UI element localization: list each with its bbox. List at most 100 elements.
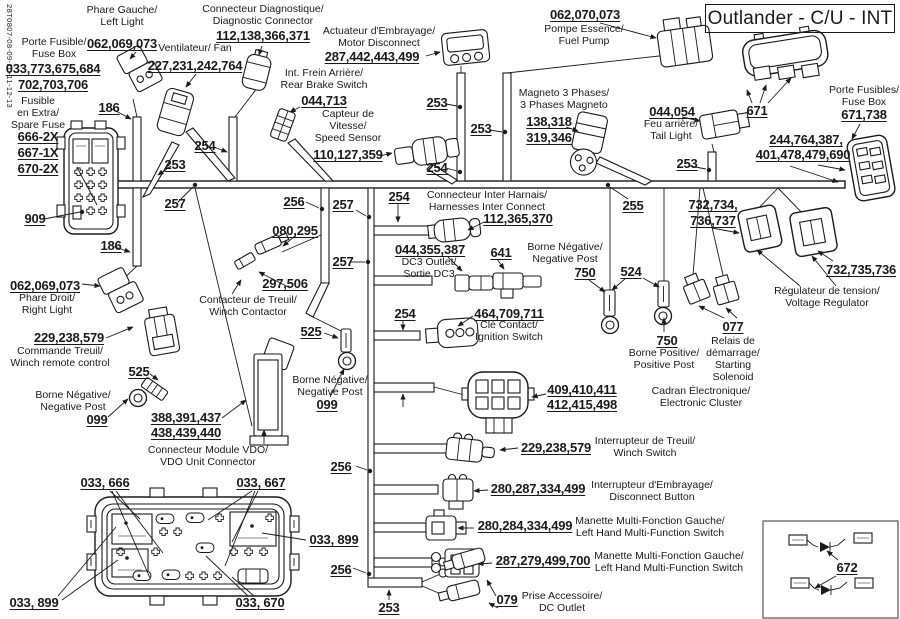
partnum-porte-fusibles-droit[interactable]: 671,738 xyxy=(841,107,887,122)
fan-connector-drawing xyxy=(156,87,195,137)
wire-525-b[interactable]: 525 xyxy=(300,324,322,339)
label-phare-gauche: Phare Gauche/ Left Light xyxy=(86,4,158,28)
partnum-borne-negative-gauche[interactable]: 099 xyxy=(86,412,108,427)
label-cadran: Cadran Électronique/ Electronic Cluster xyxy=(651,385,751,409)
partnum-vdo-033-670[interactable]: 033, 670 xyxy=(235,595,285,610)
partnum-commande-treuil[interactable]: 229,238,579 xyxy=(33,330,105,345)
partnum-capteur-vitesse[interactable]: 110,127,359 xyxy=(313,147,383,162)
partnum-diodes-672[interactable]: 672 xyxy=(836,560,858,575)
wire-525-a[interactable]: 525 xyxy=(128,364,150,379)
partnum-fusible-extra-1[interactable]: 667-1X xyxy=(17,145,59,160)
wire-256-c[interactable]: 256 xyxy=(330,562,352,577)
partnum-harnais-fusebox-1[interactable]: 401,478,479,690 xyxy=(755,147,851,162)
partnum-manette-2[interactable]: 287,279,499,700 xyxy=(495,553,591,568)
label-manette-1: Manette Multi-Fonction Gauche/ Left Hand… xyxy=(575,515,725,539)
wire-253-a[interactable]: 253 xyxy=(164,157,186,172)
partnum-fuse-panel-909[interactable]: 909 xyxy=(24,211,46,226)
partnum-regulateur-2[interactable]: 732,735,736 xyxy=(825,262,897,277)
leader-lines xyxy=(43,22,861,609)
partnum-fusible-extra-2[interactable]: 670-2X xyxy=(17,161,59,176)
partnum-interrupteur-treuil[interactable]: 229,238,579 xyxy=(520,440,592,455)
partnum-borne-negative-haut[interactable]: 750 xyxy=(574,265,596,280)
partnum-contacteur-treuil-1[interactable]: 297,506 xyxy=(262,276,308,291)
wire-257-c[interactable]: 257 xyxy=(332,254,354,269)
label-actuateur-embrayage: Actuateur d'Embrayage/ Motor Disconnect xyxy=(322,25,436,49)
partnum-magneto-1[interactable]: 319,346 xyxy=(526,130,572,145)
label-contacteur-treuil: Contacteur de Treuil/ Winch Contactor xyxy=(199,294,297,318)
winch-contactor-terminal-drawing xyxy=(234,252,256,270)
partnum-contacteur-treuil-0[interactable]: 080,295 xyxy=(272,223,318,238)
wire-254-a[interactable]: 254 xyxy=(194,138,216,153)
partnum-phare-gauche[interactable]: 062,069,073 xyxy=(86,36,158,51)
partnum-int-frein-arriere[interactable]: 044,713 xyxy=(301,93,347,108)
wire-186-b[interactable]: 186 xyxy=(100,238,122,253)
electronic-cluster-connector-drawing xyxy=(461,371,535,434)
partnum-borne-positive[interactable]: 750 xyxy=(656,333,678,348)
winch-contactor-wire-connector-drawing xyxy=(254,232,290,255)
label-dc3-outlet: DC3 Outlet/ Sortie DC3 xyxy=(401,256,457,280)
partnum-interrupteur-embrayage[interactable]: 280,287,334,499 xyxy=(490,481,586,496)
wire-256-a[interactable]: 256 xyxy=(283,194,305,209)
label-porte-fusible-gauche: Porte Fusible/ Fuse Box xyxy=(21,36,87,60)
partnum-regulateur-1[interactable]: 736,737 xyxy=(690,213,736,228)
partnum-connecteur-diagnostique[interactable]: 112,138,366,371 xyxy=(216,28,310,43)
partnum-relais-demarrage[interactable]: 077 xyxy=(722,319,744,334)
partnum-regulateur-0[interactable]: 732,734, xyxy=(688,197,738,212)
label-borne-negative-haut: Borne Négative/ Negative Post xyxy=(527,241,603,265)
partnum-porte-fusible-gauche-1[interactable]: 702,703,706 xyxy=(17,77,89,92)
wire-253-b[interactable]: 253 xyxy=(426,95,448,110)
magneto-connector-drawing xyxy=(569,111,608,176)
wire-253-c[interactable]: 253 xyxy=(470,121,492,136)
partnum-vdo-033-899-bl[interactable]: 033, 899 xyxy=(9,595,59,610)
label-interrupteur-embrayage: Interrupteur d'Embrayage/ Disconnect But… xyxy=(591,479,713,503)
partnum-ventilateur[interactable]: 227,231,242,764 xyxy=(147,58,243,73)
wire-257-a[interactable]: 257 xyxy=(164,196,186,211)
partnum-inter-harnais[interactable]: 112,365,370 xyxy=(483,211,553,226)
multi-connector-671-drawing xyxy=(742,25,829,81)
partnum-connecteur-671[interactable]: 671 xyxy=(746,103,768,118)
partnum-641[interactable]: 641 xyxy=(490,245,512,260)
wire-254-b[interactable]: 254 xyxy=(426,160,448,175)
wire-253-d[interactable]: 253 xyxy=(676,156,698,171)
partnum-cadran-1[interactable]: 412,415,498 xyxy=(546,397,618,412)
wire-257-b[interactable]: 257 xyxy=(332,197,354,212)
partnum-cle-contact[interactable]: 464,709,711 xyxy=(474,306,544,321)
wire-255[interactable]: 255 xyxy=(622,198,644,213)
partnum-borne-negative-centre[interactable]: 099 xyxy=(316,397,338,412)
label-ventilateur: Ventilateur/ Fan xyxy=(158,42,232,54)
wire-524[interactable]: 524 xyxy=(620,264,642,279)
wire-254-c[interactable]: 254 xyxy=(388,189,410,204)
connector-641-drawing xyxy=(492,272,542,299)
partnum-porte-fusible-gauche-0[interactable]: 033,773,675,684 xyxy=(5,61,101,76)
partnum-feu-arriere[interactable]: 044,054 xyxy=(649,104,695,119)
speed-sensor-connector-drawing xyxy=(393,136,460,166)
label-phare-droit: Phare Droit/ Right Light xyxy=(18,292,76,316)
diode-box-672-drawing xyxy=(762,520,899,619)
partnum-fusible-extra-0[interactable]: 666-2X xyxy=(17,129,59,144)
partnum-cadran-0[interactable]: 409,410,411 xyxy=(547,382,617,397)
partnum-module-vdo-0[interactable]: 388,391,437 xyxy=(150,410,222,425)
partnum-module-vdo-1[interactable]: 438,439,440 xyxy=(150,425,222,440)
partnum-harnais-fusebox-0[interactable]: 244,764,387, xyxy=(769,132,843,147)
partnum-vdo-033-667[interactable]: 033, 667 xyxy=(236,475,286,490)
label-capteur-vitesse: Capteur de Vitesse/ Speed Sensor xyxy=(314,108,382,144)
disconnect-button-connector-drawing xyxy=(442,473,474,510)
partnum-pompe-essence[interactable]: 062,070,073 xyxy=(549,7,621,22)
wire-256-b[interactable]: 256 xyxy=(330,459,352,474)
label-regulateur: Régulateur de tension/ Voltage Regulator xyxy=(774,285,880,309)
partnum-vdo-033-899-r[interactable]: 033, 899 xyxy=(309,532,359,547)
partnum-prise-accessoire[interactable]: 079 xyxy=(496,592,518,607)
wire-186-a[interactable]: 186 xyxy=(98,100,120,115)
partnum-vdo-033-666[interactable]: 033, 666 xyxy=(80,475,130,490)
partnum-dc3-outlet[interactable]: 044,355,387 xyxy=(394,242,466,257)
wire-254-d[interactable]: 254 xyxy=(394,306,416,321)
rear-brake-switch-connector-drawing xyxy=(270,108,296,142)
fuse-panel-909-drawing xyxy=(56,120,126,235)
partnum-manette-1[interactable]: 280,284,334,499 xyxy=(477,518,573,533)
label-int-frein-arriere: Int. Frein Arrière/ Rear Brake Switch xyxy=(280,67,368,91)
partnum-actuateur-embrayage[interactable]: 287,442,443,499 xyxy=(324,49,420,64)
partnum-magneto-0[interactable]: 138,318 xyxy=(526,114,572,129)
wire-253-e[interactable]: 253 xyxy=(378,600,400,615)
partnum-phare-droit[interactable]: 062,069,073 xyxy=(9,278,81,293)
